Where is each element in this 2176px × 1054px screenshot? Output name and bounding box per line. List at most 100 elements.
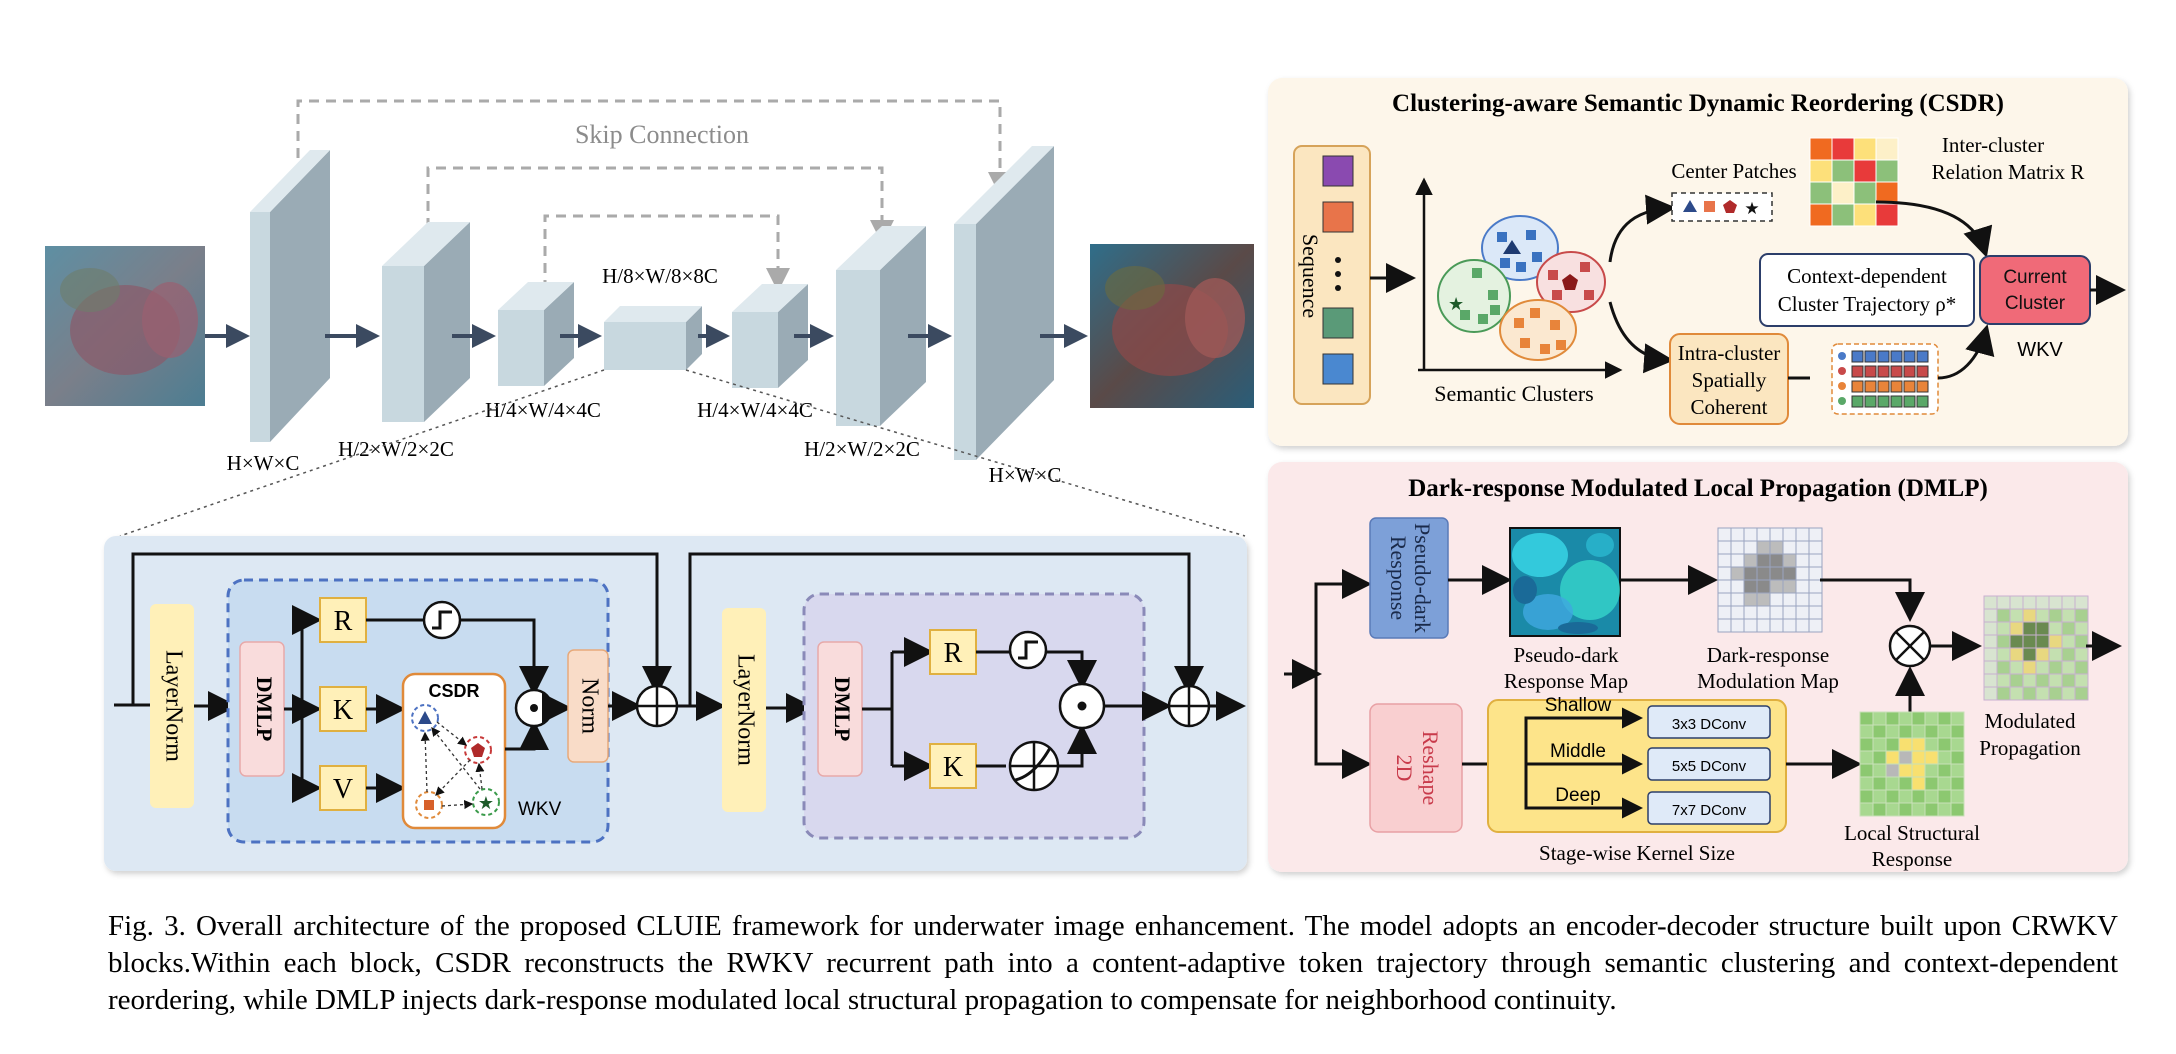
svg-text:LayerNorm: LayerNorm bbox=[160, 650, 186, 762]
grid-cell bbox=[2035, 595, 2050, 610]
grid-cell bbox=[1898, 789, 1913, 804]
grid-cell bbox=[1872, 750, 1887, 765]
grid-cell bbox=[1859, 789, 1874, 804]
grid-cell bbox=[1996, 634, 2011, 649]
grid-cell bbox=[2074, 608, 2089, 623]
grid-cell bbox=[1809, 137, 1833, 161]
bottleneck-level bbox=[604, 306, 702, 370]
grid-cell bbox=[1769, 540, 1784, 555]
grid-cell bbox=[1864, 380, 1877, 393]
semantic-cluster-green: ★ bbox=[1437, 259, 1511, 333]
grid-cell bbox=[1769, 605, 1784, 620]
grid-cell bbox=[2061, 673, 2076, 688]
grid-cell bbox=[1903, 365, 1916, 378]
encoder-level-1 bbox=[250, 150, 330, 442]
svg-text:Deep: Deep bbox=[1555, 785, 1600, 806]
grid-cell bbox=[1808, 592, 1823, 607]
grid-cell bbox=[2022, 673, 2037, 688]
grid-cell bbox=[1730, 553, 1745, 568]
trajectory-box bbox=[1759, 253, 1975, 327]
intra-cluster-token-grid bbox=[1838, 350, 1929, 408]
k-box-1 bbox=[319, 686, 367, 732]
grid-cell bbox=[1924, 711, 1939, 726]
dim-label-enc3: H/4×W/4×4C bbox=[485, 398, 601, 422]
grid-cell bbox=[2022, 608, 2037, 623]
grid-cell bbox=[2074, 647, 2089, 662]
grid-cell bbox=[2035, 634, 2050, 649]
grid-dot bbox=[1838, 382, 1846, 390]
grid-cell bbox=[1795, 566, 1810, 581]
svg-text:DMLP: DMLP bbox=[252, 677, 277, 742]
grid-cell bbox=[1743, 605, 1758, 620]
grid-cell bbox=[1898, 750, 1913, 765]
center-patches-label: Center Patches bbox=[1671, 159, 1796, 183]
grid-cell bbox=[1924, 802, 1939, 817]
grid-cell bbox=[1877, 395, 1890, 408]
grid-cell bbox=[1717, 527, 1732, 542]
grid-cell bbox=[2061, 608, 2076, 623]
grid-cell bbox=[1795, 605, 1810, 620]
decoder-level-3 bbox=[732, 284, 808, 388]
grid-cell bbox=[1872, 776, 1887, 791]
grid-cell bbox=[2022, 634, 2037, 649]
grid-cell bbox=[1859, 711, 1874, 726]
grid-cell bbox=[1795, 540, 1810, 555]
grid-cell bbox=[1717, 553, 1732, 568]
grid-cell bbox=[1898, 724, 1913, 739]
grid-cell bbox=[1831, 203, 1855, 227]
grid-cell bbox=[1885, 711, 1900, 726]
grid-cell bbox=[1937, 750, 1952, 765]
grid-dot bbox=[1838, 367, 1846, 375]
semantic-cluster-blue bbox=[1481, 215, 1559, 281]
grid-cell bbox=[1851, 365, 1864, 378]
grid-cell bbox=[2048, 595, 2063, 610]
grid-cell bbox=[1769, 579, 1784, 594]
local-structural-response-grid bbox=[1859, 711, 1965, 817]
grid-cell bbox=[1916, 380, 1929, 393]
grid-cell bbox=[1809, 181, 1833, 205]
grid-cell bbox=[2022, 621, 2037, 636]
grid-cell bbox=[1795, 618, 1810, 633]
grid-cell bbox=[1717, 592, 1732, 607]
grid-cell bbox=[1903, 350, 1916, 363]
dim-label-bottleneck: H/8×W/8×8C bbox=[602, 264, 718, 288]
grid-dot bbox=[1838, 397, 1846, 405]
svg-text:R: R bbox=[944, 638, 963, 669]
grid-cell bbox=[1808, 579, 1823, 594]
svg-text:LayerNorm: LayerNorm bbox=[732, 654, 758, 766]
grid-cell bbox=[1996, 608, 2011, 623]
grid-cell bbox=[1872, 763, 1887, 778]
grid-cell bbox=[1898, 711, 1913, 726]
dark-response-modulation-map bbox=[1717, 527, 1823, 633]
grid-cell bbox=[1872, 711, 1887, 726]
grid-cell bbox=[1937, 724, 1952, 739]
svg-text:Intra-cluster: Intra-cluster bbox=[1678, 341, 1781, 365]
grid-cell bbox=[1756, 592, 1771, 607]
grid-cell bbox=[1937, 711, 1952, 726]
inter-cluster-relation-matrix bbox=[1809, 137, 1899, 227]
unet-diagram: Skip Connection bbox=[45, 99, 1254, 537]
semantic-cluster-orange bbox=[1499, 299, 1577, 361]
grid-cell bbox=[1756, 618, 1771, 633]
grid-cell bbox=[1859, 776, 1874, 791]
grid-cell bbox=[1950, 711, 1965, 726]
grid-cell bbox=[1911, 724, 1926, 739]
svg-text:Middle: Middle bbox=[1550, 741, 1606, 762]
grid-cell bbox=[1769, 527, 1784, 542]
grid-cell bbox=[2009, 647, 2024, 662]
grid-cell bbox=[1924, 763, 1939, 778]
grid-cell bbox=[1859, 802, 1874, 817]
layernorm-1 bbox=[150, 604, 194, 808]
grid-cell bbox=[2009, 608, 2024, 623]
grid-cell bbox=[2022, 647, 2037, 662]
grid-cell bbox=[1769, 566, 1784, 581]
grid-cell bbox=[1916, 395, 1929, 408]
svg-text:5x5 DConv: 5x5 DConv bbox=[1672, 758, 1747, 775]
grid-cell bbox=[1769, 592, 1784, 607]
wkv-label-1: WKV bbox=[518, 799, 562, 820]
modulated-propagation-grid bbox=[1983, 595, 2089, 701]
grid-cell bbox=[2074, 686, 2089, 701]
grid-cell bbox=[1937, 802, 1952, 817]
grid-cell bbox=[1885, 789, 1900, 804]
